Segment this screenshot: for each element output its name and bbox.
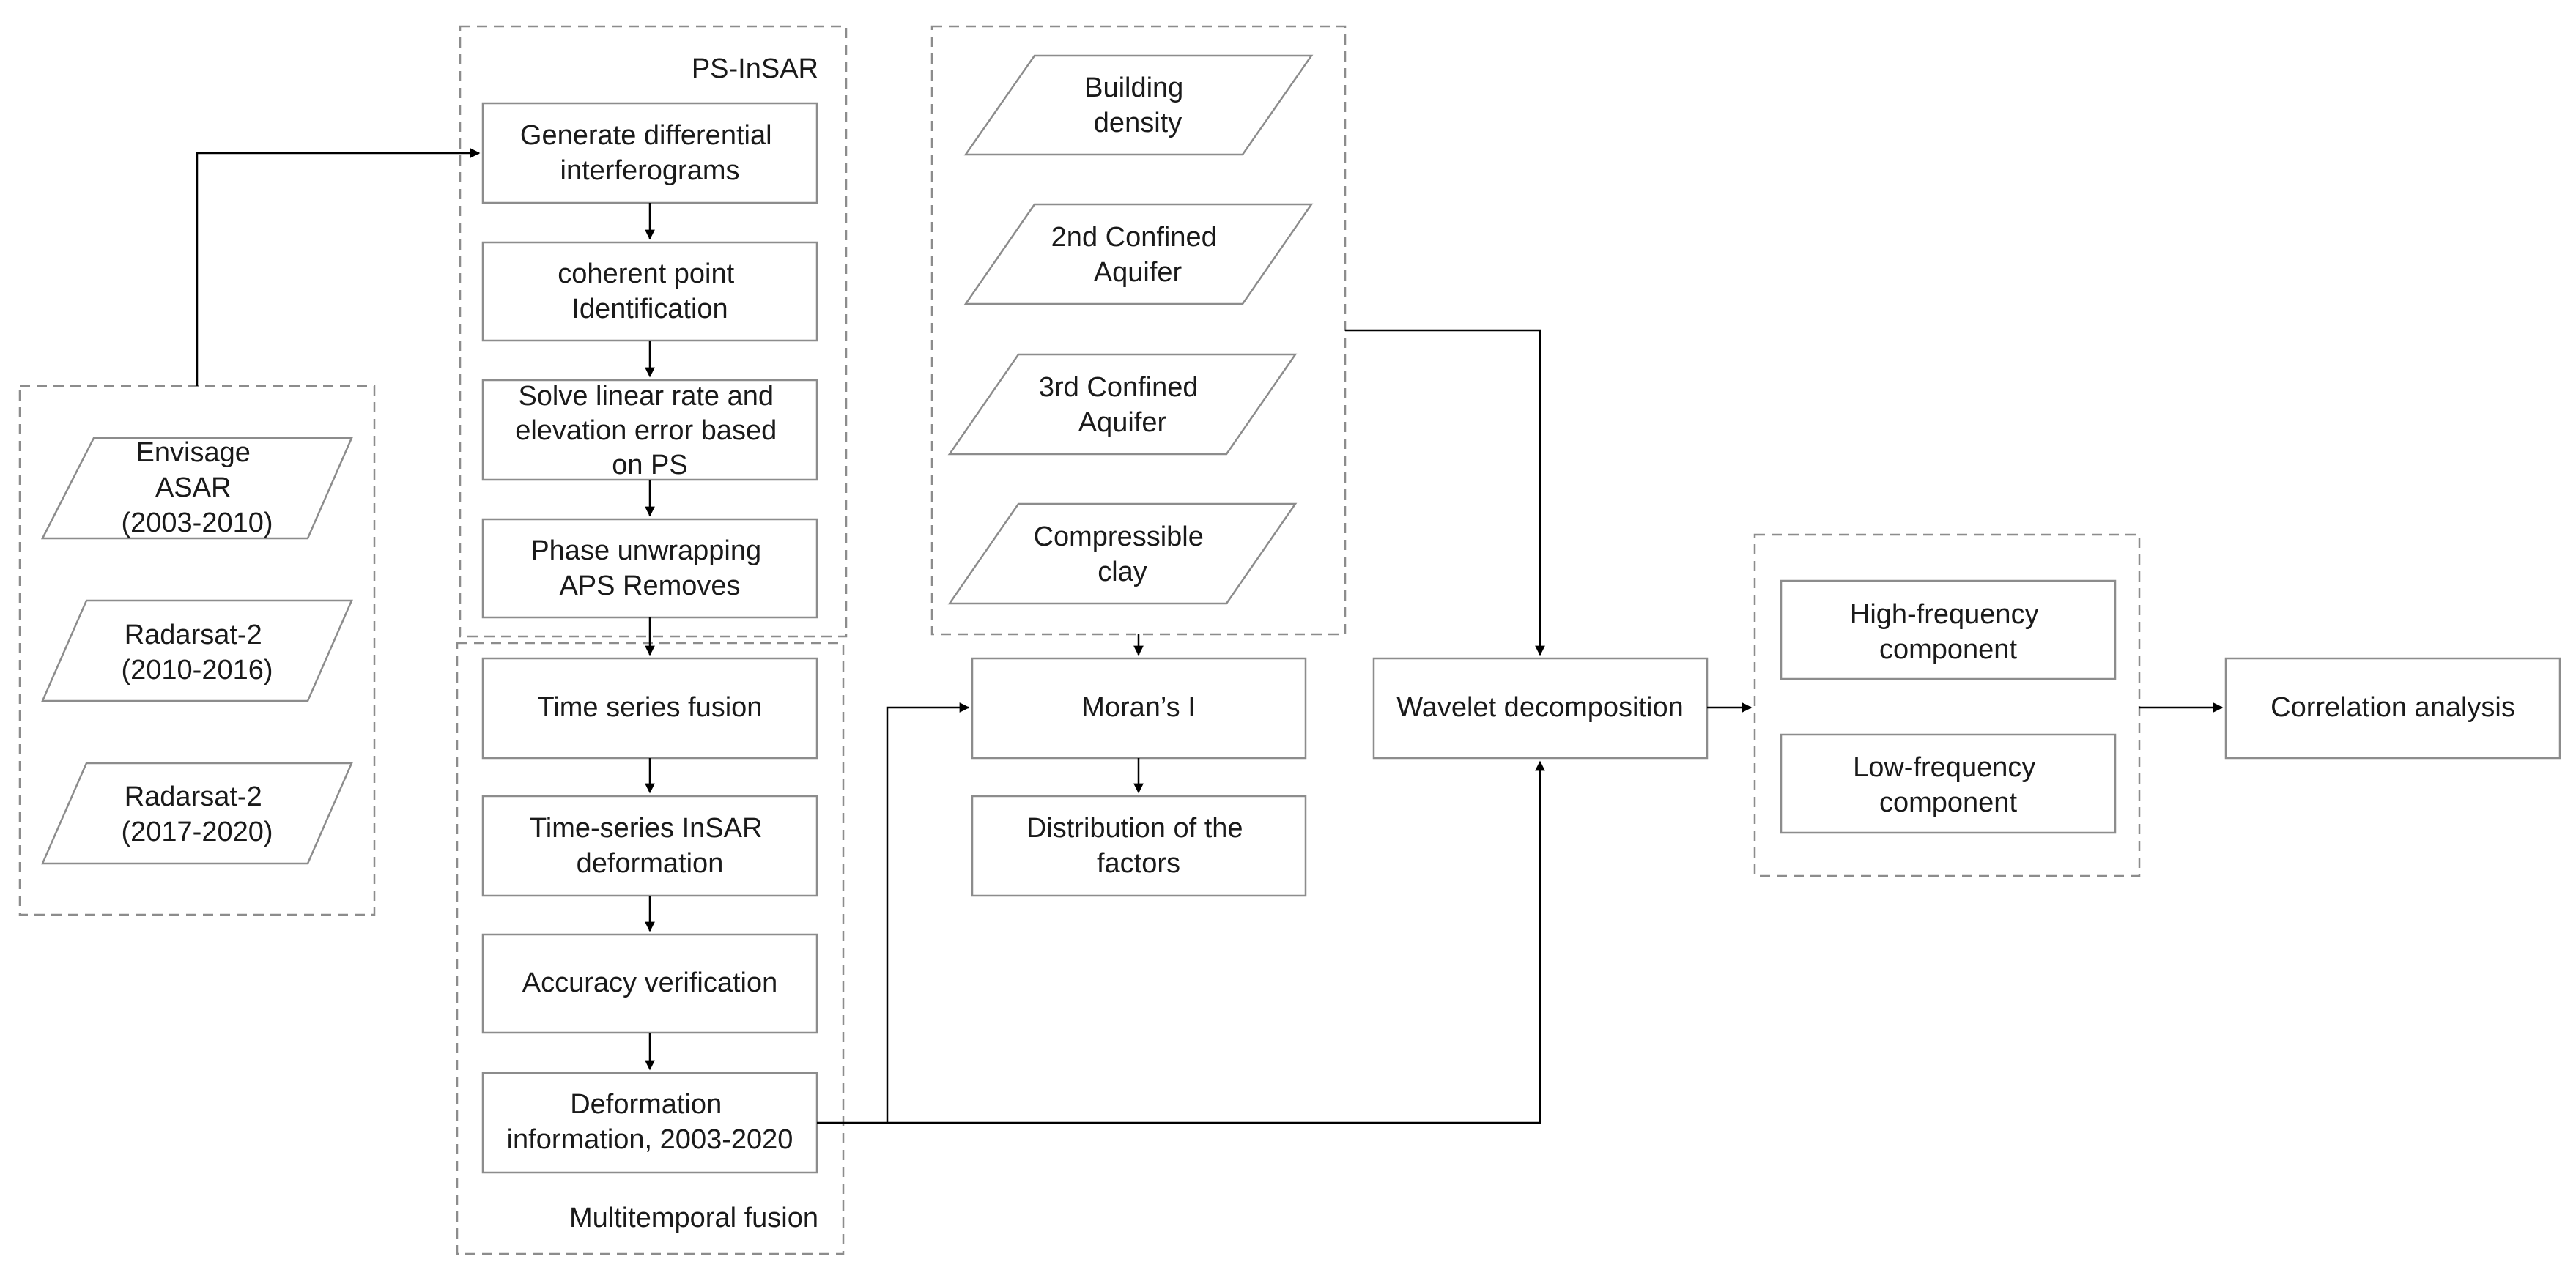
generate-interferograms-box: Generate differential interferograms bbox=[481, 102, 818, 204]
svg-text:Time-series InSAR deform: Time-series InSAR deformation bbox=[530, 813, 770, 879]
arrow-inputs-to-generate bbox=[196, 148, 481, 386]
svg-text:Time series fusion: Time series fusion bbox=[538, 692, 763, 723]
phase-unwrapping-box: Phase unwrapping APS Removes bbox=[481, 518, 818, 619]
input-radarsat-2010-2016: Radarsat-2 (2010-2016) bbox=[41, 599, 353, 702]
svg-text:Accuracy verification: Accuracy verification bbox=[522, 968, 777, 998]
envisat-line-3: (2003-2010) bbox=[121, 508, 273, 538]
low-frequency-component-box: Low-frequency component bbox=[1780, 733, 2117, 834]
time-series-fusion-box: Time series fusion bbox=[481, 657, 818, 760]
svg-text:coherent point Identific: coherent point Identification bbox=[558, 259, 741, 324]
deformation-information-box: Deformation information, 2003-2020 bbox=[481, 1072, 818, 1174]
input-envisat-asar: Envisage ASAR (2003-2010) bbox=[40, 437, 353, 540]
input-radarsat-2017-2020: Radarsat-2 (2017-2020) bbox=[41, 762, 353, 865]
distribution-of-factors-box: Distribution of the factors bbox=[971, 795, 1307, 897]
radarsat-b-line-2: (2017-2020) bbox=[121, 817, 273, 847]
psinsar-group bbox=[459, 25, 848, 638]
radarsat-a-line-1: Radarsat-2 bbox=[125, 620, 262, 650]
svg-text:3rd Confined Aquifer: 3rd Confined Aquifer bbox=[1039, 372, 1206, 438]
psinsar-group-title: PS-InSAR bbox=[692, 53, 818, 84]
svg-text:Building density: Building density bbox=[1084, 73, 1191, 138]
svg-text:Solve linear rate and el: Solve linear rate and elevation error ba… bbox=[515, 381, 785, 480]
arrow-info-to-wavelet bbox=[887, 760, 1545, 1124]
wavelet-decomposition-box: Wavelet decomposition bbox=[1372, 657, 1709, 760]
svg-text:Compressible clay: Compressible clay bbox=[1034, 521, 1212, 587]
envisat-line-1: Envisage bbox=[136, 437, 251, 468]
envisat-line-2: ASAR bbox=[155, 472, 231, 503]
coherent-point-box: coherent point Identification bbox=[481, 241, 818, 342]
svg-text:2nd Confined Aquifer: 2nd Confined Aquifer bbox=[1051, 222, 1225, 288]
multitemporal-group-title: Multitemporal fusion bbox=[569, 1203, 818, 1233]
svg-text:Wavelet decomposition: Wavelet decomposition bbox=[1396, 692, 1683, 723]
svg-text:Radarsat-2 (2017-2020): Radarsat-2 (2017-2020) bbox=[121, 781, 273, 847]
svg-text:Generate differential in: Generate differential interferograms bbox=[520, 120, 780, 186]
building-density-factor: Building density bbox=[963, 54, 1314, 156]
third-confined-aquifer-factor: 3rd Confined Aquifer bbox=[947, 353, 1298, 456]
radarsat-a-line-2: (2010-2016) bbox=[121, 655, 273, 686]
svg-text:Envisage ASAR (200: Envisage ASAR (2003-2010) bbox=[121, 437, 273, 538]
svg-text:Deformation information,: Deformation information, 2003-2020 bbox=[507, 1089, 793, 1155]
high-frequency-component-box: High-frequency component bbox=[1780, 579, 2117, 680]
compressible-clay-factor: Compressible clay bbox=[947, 502, 1298, 605]
frequency-components-group bbox=[1753, 533, 2141, 877]
svg-text:Low-frequency component: Low-frequency component bbox=[1853, 752, 2043, 818]
time-series-deformation-box: Time-series InSAR deformation bbox=[481, 795, 818, 897]
svg-text:Phase unwrapping APS Rem: Phase unwrapping APS Removes bbox=[530, 535, 769, 601]
second-confined-aquifer-factor: 2nd Confined Aquifer bbox=[963, 203, 1314, 305]
morans-i-box: Moran’s I bbox=[971, 657, 1307, 760]
svg-text:High-frequency component: High-frequency component bbox=[1850, 599, 2046, 665]
solve-linear-rate-box: Solve linear rate and elevation error ba… bbox=[481, 379, 818, 481]
radarsat-b-line-1: Radarsat-2 bbox=[125, 781, 262, 812]
svg-text:Radarsat-2 (2010-2016): Radarsat-2 (2010-2016) bbox=[121, 620, 273, 686]
accuracy-verification-box: Accuracy verification bbox=[481, 933, 818, 1034]
svg-text:Correlation analysis: Correlation analysis bbox=[2270, 692, 2515, 723]
correlation-analysis-box: Correlation analysis bbox=[2224, 657, 2561, 760]
arrow-info-to-morans bbox=[817, 702, 970, 1124]
svg-text:Distribution of the fact: Distribution of the factors bbox=[1026, 813, 1251, 879]
svg-text:Moran’s I: Moran’s I bbox=[1081, 692, 1196, 723]
arrow-factors-to-wavelet bbox=[1345, 329, 1545, 656]
